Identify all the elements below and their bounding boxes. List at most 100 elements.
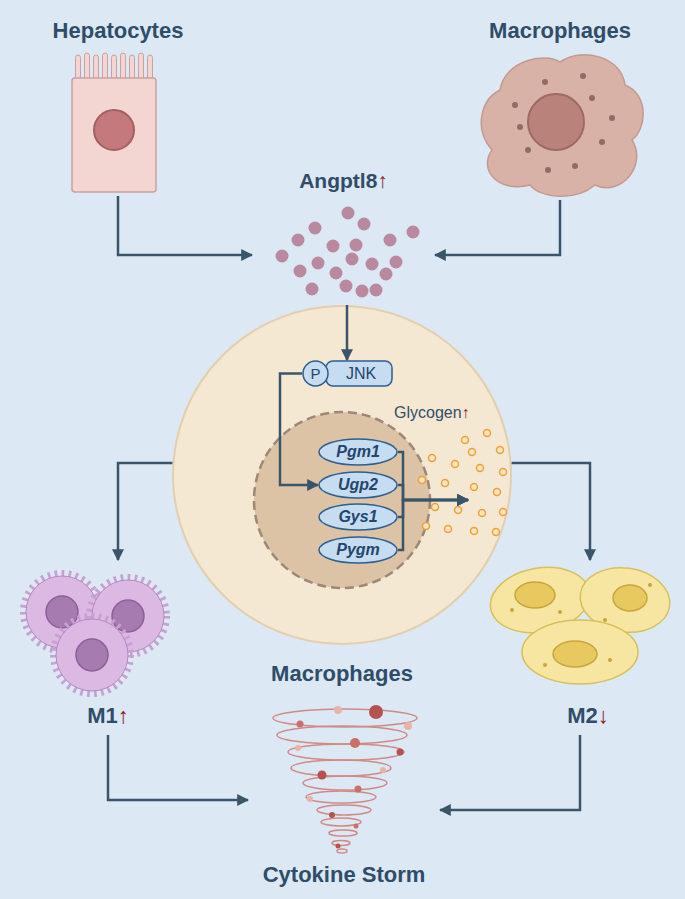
angptl8-particles (407, 226, 420, 239)
change-arrow: ↑ (462, 404, 470, 421)
connector-arrow (512, 463, 590, 560)
angptl8-particles (330, 267, 343, 280)
protein-outline (326, 361, 392, 386)
angptl8-particles (350, 239, 363, 252)
pjnk-pill: PJNK (302, 360, 393, 387)
cytokine-storm-spiral (273, 705, 417, 853)
label-word: M1 (87, 703, 118, 728)
angptl8-particles (309, 222, 322, 235)
angptl8-particles (358, 218, 371, 231)
angptl8-particles (366, 258, 379, 271)
protein-label: JNK (329, 360, 393, 387)
m2-macrophages (515, 582, 555, 608)
cytokine-storm-spiral (307, 796, 313, 802)
label-word: Glycogen (394, 404, 462, 421)
m1-macrophages (92, 580, 164, 652)
angptl8-particles (276, 207, 420, 298)
cytokine-storm-spiral (291, 760, 391, 776)
cell-title: Macrophages (172, 661, 512, 687)
m1-macrophages (26, 576, 98, 648)
hepatocyte-illustration (72, 53, 156, 192)
gene-label: Pygm (318, 536, 398, 564)
connector-arrow (280, 374, 318, 486)
m1-macrophages (26, 576, 164, 691)
angptl8-particles (390, 256, 403, 269)
glycogen-granules (497, 447, 504, 454)
cell-title: Macrophages (470, 18, 650, 44)
glycogen-granules (429, 455, 436, 462)
cytokine-storm: Cytokine Storm (248, 705, 440, 890)
m2-macrophages: M2↓ (490, 560, 670, 735)
angptl8-particles (384, 234, 397, 247)
connector-arrow (108, 735, 248, 800)
glycogen-granules (445, 526, 452, 533)
cytokine-storm-spiral (295, 745, 301, 751)
phenotype-label: M1↑ (68, 703, 148, 729)
cytokine-storm-spiral (318, 771, 327, 780)
macrophage-illustration (609, 115, 615, 121)
angptl8-particles (276, 250, 289, 263)
m1-macrophages (56, 619, 128, 691)
m2-macrophages (543, 663, 547, 667)
cytokine-storm-spiral (337, 849, 347, 853)
glycogen-granules (484, 430, 491, 437)
angptl8-cluster: Angptl8↑ (252, 165, 435, 305)
angptl8-particles (327, 240, 340, 253)
cell-title: Hepatocytes (40, 18, 196, 44)
glycogen-granules (471, 484, 478, 491)
angptl8-particles (312, 257, 325, 270)
gene-outline (319, 537, 397, 563)
m2-macrophages (608, 658, 612, 662)
cell-membrane (173, 306, 511, 644)
glycogen-granules (494, 489, 501, 496)
gene-outline (319, 439, 397, 465)
macrophage-illustration (525, 147, 531, 153)
m2-macrophages (613, 585, 647, 611)
macrophage-illustration (542, 79, 548, 85)
hepatocyte-cell: Hepatocytes (40, 12, 196, 196)
gene-label: Ugp2 (318, 471, 398, 499)
glycogen-granules (419, 430, 507, 536)
hepatocyte-illustration (130, 55, 135, 83)
cytokine-storm-spiral (329, 830, 357, 836)
cytokine-storm-spiral (397, 749, 404, 756)
macrophage-cell: Macrophages (470, 12, 650, 200)
cytokine-storm-spiral (277, 726, 407, 744)
cytokine-storm-spiral (297, 721, 304, 728)
connector-arrow (118, 196, 252, 255)
hepatocyte-illustration (72, 78, 156, 192)
angptl8-particles (356, 285, 369, 298)
macrophage-illustration (528, 94, 584, 150)
m1-macrophages: M1↑ (20, 560, 175, 735)
macrophage-illustration (599, 139, 605, 145)
m2-macrophages (510, 608, 514, 612)
macrophage-illustration (517, 124, 523, 130)
gene-label: Pgm1 (318, 438, 398, 466)
glycogen-granules (423, 523, 430, 530)
cytokine-storm-spiral (404, 722, 412, 730)
glycogen-granules (432, 504, 439, 511)
glycogen-granules (442, 480, 449, 487)
change-arrow: ↑ (377, 169, 388, 192)
macrophage-illustration (589, 95, 595, 101)
gene-ellipse: Pygm (318, 536, 398, 564)
macrophage-illustration (545, 167, 551, 173)
glycogen-granules (462, 437, 469, 444)
cytokine-storm-spiral (354, 824, 359, 829)
connector-arrow (398, 485, 468, 500)
cytokine-storm-spiral (380, 767, 386, 773)
gene-ellipse: Ugp2 (318, 471, 398, 499)
hepatocyte-illustration (85, 53, 90, 83)
glycogen-granules (469, 449, 476, 456)
cytokine-storm-spiral (369, 705, 383, 719)
m2-macrophages (522, 620, 638, 684)
hepatocyte-illustration (148, 55, 153, 83)
connector-arrow (435, 200, 560, 255)
angptl8-particles (292, 234, 305, 247)
glycogen-cluster: Glycogen↑ (468, 425, 508, 535)
glycogen-granules (477, 465, 484, 472)
cytokine-storm-spiral (332, 841, 350, 846)
hepatocyte-illustration (121, 53, 126, 83)
glycogen-granules (500, 509, 507, 516)
angptl8-particles (340, 280, 353, 293)
